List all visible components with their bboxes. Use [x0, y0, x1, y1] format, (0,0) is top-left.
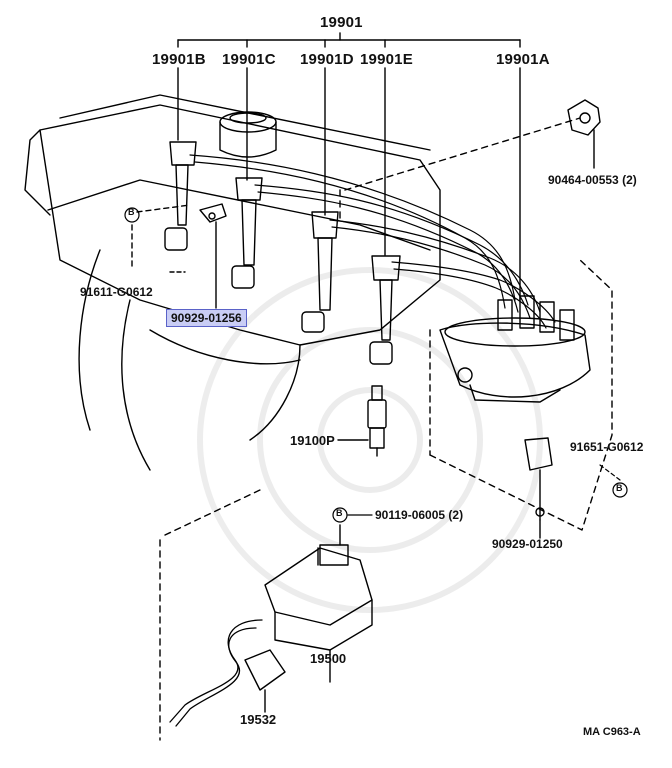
label-90119-06005[interactable]: 90119-06005 (2): [375, 508, 464, 522]
coil-wire: [169, 619, 263, 727]
label-91651-g0612[interactable]: 91651-G0612: [570, 440, 644, 454]
bolt-leader-left: [131, 204, 191, 271]
label-90929-01256-highlighted[interactable]: 90929-01256: [166, 309, 247, 327]
bolt-markers: [124, 207, 628, 523]
bolt-marker-b-3: B: [616, 483, 623, 493]
label-19901d[interactable]: 19901D: [300, 51, 354, 68]
bolt-marker-b-2: B: [336, 508, 343, 518]
coil-dashed-box: [159, 489, 261, 741]
watermark: [197, 267, 543, 613]
oil-cap: [219, 111, 277, 158]
label-90929-01250[interactable]: 90929-01250: [492, 537, 563, 551]
label-19100p[interactable]: 19100P: [290, 433, 335, 448]
bolt-marker-b-1: B: [128, 207, 135, 217]
label-19500[interactable]: 19500: [310, 651, 347, 666]
label-19901e[interactable]: 19901E: [360, 51, 413, 68]
rotor-clip: [567, 99, 601, 169]
spark-plug: [337, 385, 387, 457]
bracket-19901: [177, 32, 521, 48]
label-19901c[interactable]: 19901C: [222, 51, 276, 68]
plug-wires: [189, 154, 556, 329]
figure-code: MA C963-A: [583, 726, 641, 738]
label-90464-00553[interactable]: 90464-00553 (2): [548, 173, 637, 187]
cam-sensor: [524, 437, 553, 539]
label-19901[interactable]: 19901: [320, 14, 363, 31]
label-19901a[interactable]: 19901A: [496, 51, 550, 68]
distributor-dashed-box: [339, 117, 613, 531]
label-91611-g0612[interactable]: 91611-G0612: [80, 285, 153, 299]
ignition-coil: [264, 524, 373, 683]
leaders-wires: [177, 67, 521, 301]
distributor: [439, 295, 591, 403]
label-19901b[interactable]: 19901B: [152, 51, 206, 68]
label-19532[interactable]: 19532: [240, 712, 277, 727]
noise-filter: [244, 649, 286, 713]
plug-boots: [164, 141, 401, 365]
wire-clamp: [199, 203, 227, 309]
